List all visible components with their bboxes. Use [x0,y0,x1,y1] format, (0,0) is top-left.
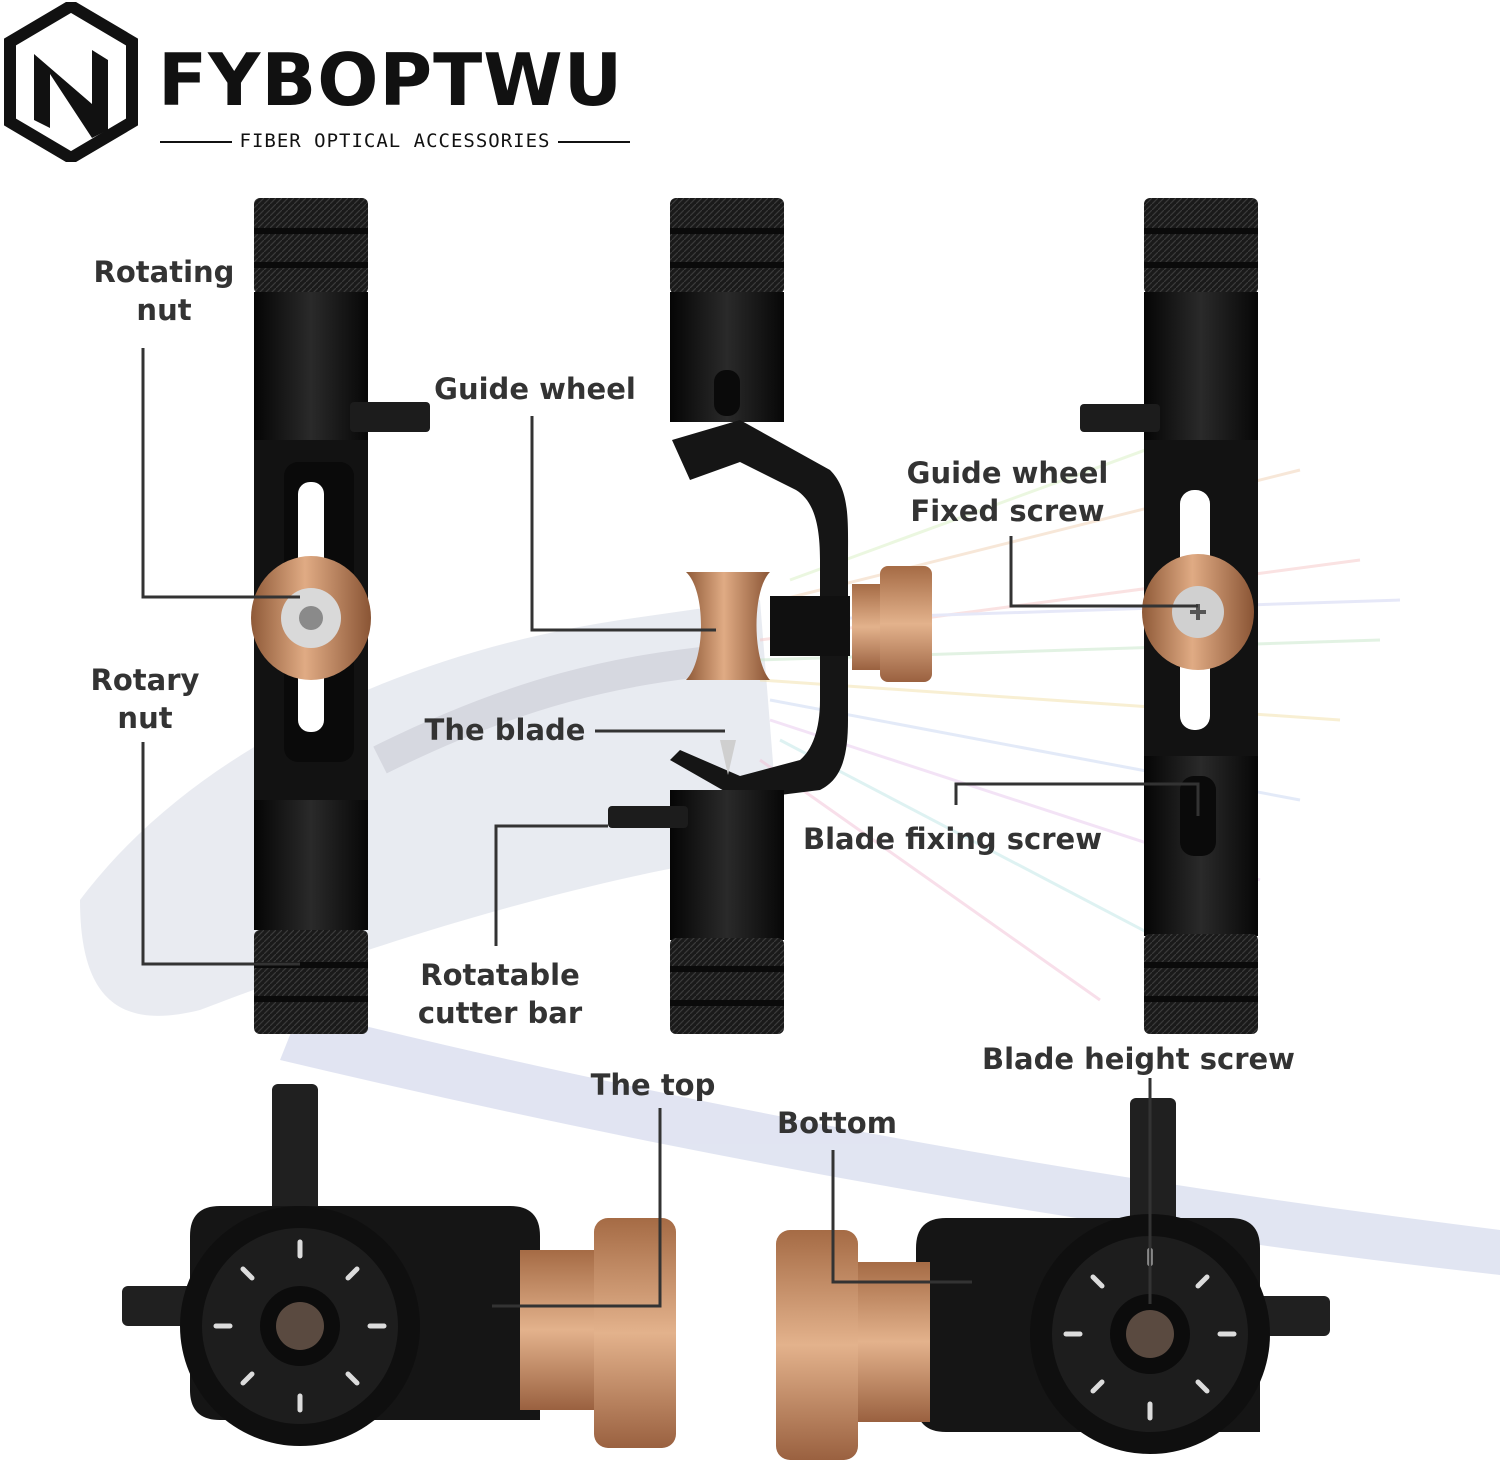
end-view-top [122,1084,676,1448]
label-rotary-nut: Rotary nut [70,661,220,737]
leader-lines [141,348,1200,1308]
label-blade-height-screw: Blade height screw [982,1042,1295,1076]
label-guide-wheel-fixed-screw: Guide wheel Fixed screw [895,454,1120,530]
label-the-blade: The blade [424,713,586,747]
brand-logo: FYBOPTWU FIBER OPTICAL ACCESSORIES [0,0,640,170]
label-rotating-nut-line1: Rotating [93,255,235,289]
center-tool-side-view [608,198,932,1034]
left-tool-front-view [251,198,430,1034]
label-rotatable-cutter-bar: Rotatable cutter bar [405,956,595,1032]
label-bottom: Bottom [777,1106,897,1140]
leader-cutter-bar [494,824,608,946]
hexagon-logo-icon [4,2,138,162]
brand-tagline: FIBER OPTICAL ACCESSORIES [231,130,559,152]
right-tool-back-view [1080,198,1258,1034]
label-rotary-nut-line1: Rotary [90,663,200,697]
leader-rotary-nut [141,742,300,966]
label-rotating-nut: Rotating nut [84,253,244,329]
label-rotating-nut-line2: nut [136,293,192,327]
label-blade-fixing-screw: Blade fixing screw [803,822,1102,856]
label-guide-wheel-fixed-screw-line1: Guide wheel [906,456,1109,490]
end-view-bottom [776,1098,1330,1460]
leader-rotating-nut [141,348,300,599]
label-guide-wheel: Guide wheel [434,372,636,406]
label-rotatable-cutter-bar-line2: cutter bar [417,996,583,1030]
leader-the-top [492,1108,662,1308]
leader-blade-fixing-screw [954,782,1200,816]
leader-guide-wheel-fixed-screw [1009,536,1198,608]
label-rotatable-cutter-bar-line1: Rotatable [420,958,580,992]
label-the-top: The top [590,1068,716,1102]
leader-bottom [831,1150,972,1284]
label-rotary-nut-line2: nut [117,701,173,735]
leader-guide-wheel [530,416,716,632]
label-guide-wheel-fixed-screw-line2: Fixed screw [910,494,1105,528]
brand-name: FYBOPTWU [158,38,624,122]
